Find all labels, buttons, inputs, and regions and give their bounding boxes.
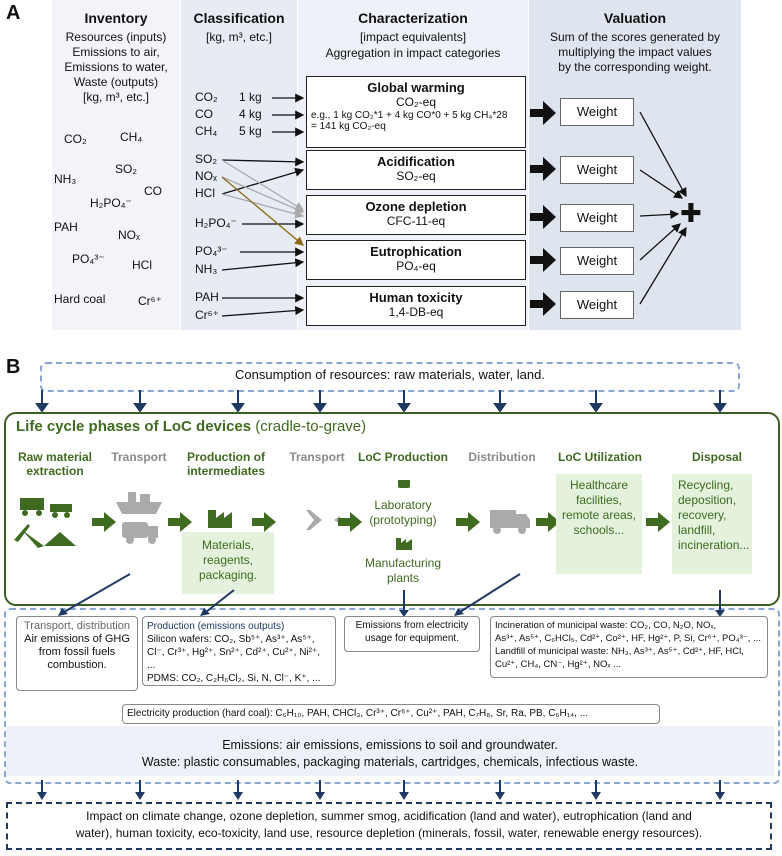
classification-unit: [kg, m³, etc.] bbox=[205, 30, 272, 44]
inv-chem: Cr⁶⁺ bbox=[138, 294, 162, 308]
cls-item: PO₄³⁻ bbox=[195, 244, 228, 258]
factory-icon bbox=[208, 510, 232, 528]
truck-icon bbox=[490, 510, 530, 534]
cls-mass: 5 kg bbox=[239, 124, 262, 138]
inv-chem: NOₓ bbox=[118, 228, 140, 242]
phase-loc-production: LoC Production bbox=[358, 450, 448, 464]
weight-box: Weight bbox=[560, 156, 634, 184]
lifecycle-icons bbox=[14, 480, 742, 550]
panel-b-letter: B bbox=[6, 356, 21, 378]
cls-item: NOₓ bbox=[195, 169, 217, 183]
loc-manufacturing-text: Manufacturing plants bbox=[364, 556, 442, 585]
loc-production-text: Laboratory (prototyping) bbox=[369, 498, 437, 527]
electricity-usage-emissions: Emissions from electricity usage for equ… bbox=[344, 616, 480, 652]
phase-distribution: Distribution bbox=[468, 450, 536, 464]
inventory-title: Inventory bbox=[84, 10, 148, 26]
phase-transport-2: Transport bbox=[289, 450, 345, 464]
classification-column: Classification [kg, m³, etc.] CO₂ CO CH₄… bbox=[181, 0, 297, 330]
classification-title: Classification bbox=[193, 10, 285, 26]
impact-arrows bbox=[37, 780, 725, 800]
inv-chem: NH₃ bbox=[54, 172, 77, 186]
cls-item: SO₂ bbox=[195, 152, 217, 166]
factory-small-icon bbox=[396, 538, 412, 550]
emissions-box bbox=[4, 608, 780, 784]
cls-item: CO₂ bbox=[195, 90, 218, 104]
inventory-desc: Resources (inputs) Emissions to air, Emi… bbox=[64, 30, 168, 104]
characterization-line2: Aggregation in impact categories bbox=[325, 46, 501, 60]
cls-item: H₂PO₄⁻ bbox=[195, 216, 237, 230]
inv-chem: CH₄ bbox=[120, 130, 143, 144]
inv-chem: CO bbox=[144, 184, 162, 198]
characterization-title: Characterization bbox=[358, 10, 468, 26]
impact-eutrophication: Eutrophication PO₄-eq bbox=[306, 240, 526, 280]
inventory-column: Inventory Resources (inputs) Emissions t… bbox=[52, 0, 180, 330]
mining-icon bbox=[14, 498, 76, 548]
electricity-production-emissions: Electricity production (hard coal): C₆H₁… bbox=[122, 704, 660, 724]
plus-icon: ✚ bbox=[680, 198, 702, 228]
phase-raw-material: Raw material extraction bbox=[17, 450, 93, 478]
inv-chem: SO₂ bbox=[115, 162, 137, 176]
weight-box: Weight bbox=[560, 291, 634, 319]
lifecycle-title: Life cycle phases of LoC devices (cradle… bbox=[16, 418, 367, 435]
cls-mass: 4 kg bbox=[239, 107, 262, 121]
emissions-summary-bg bbox=[6, 726, 774, 776]
valuation-desc: Sum of the scores generated by multiplyi… bbox=[549, 30, 721, 74]
weight-box: Weight bbox=[560, 204, 634, 232]
ship-truck-icon bbox=[116, 492, 162, 544]
impact-acidification: Acidification SO₂-eq bbox=[306, 150, 526, 190]
resource-arrows bbox=[35, 390, 727, 412]
phase-production-intermediates: Production of intermediates bbox=[186, 450, 266, 478]
cls-item: PAH bbox=[195, 290, 219, 304]
cls-item: CH₄ bbox=[195, 124, 218, 138]
impact-human-toxicity: Human toxicity 1,4-DB-eq bbox=[306, 286, 526, 326]
utilization-box: Healthcare facilities, remote areas, sch… bbox=[556, 474, 642, 574]
panel-a-letter: A bbox=[6, 2, 21, 24]
cls-item: NH₃ bbox=[195, 262, 218, 276]
emissions-summary-1: Emissions: air emissions, emissions to s… bbox=[222, 738, 558, 752]
inv-chem: PAH bbox=[54, 220, 78, 234]
impact-box bbox=[6, 802, 772, 850]
inv-chem: Hard coal bbox=[54, 292, 106, 306]
panel-a-arrows bbox=[221, 93, 687, 317]
weight-box: Weight bbox=[560, 247, 634, 275]
cls-mass: 1 kg bbox=[239, 90, 262, 104]
inv-chem: HCl bbox=[132, 258, 152, 272]
panel-a: Inventory Resources (inputs) Emissions t… bbox=[0, 0, 782, 330]
weight-box: Weight bbox=[560, 98, 634, 126]
cls-item: HCl bbox=[195, 186, 215, 200]
impact-ozone-depletion: Ozone depletion CFC-11-eq bbox=[306, 195, 526, 235]
waste-emissions: Incineration of municipal waste: CO₂, CO… bbox=[490, 616, 768, 678]
production-emissions: Production (emissions outputs) Silicon w… bbox=[142, 616, 336, 686]
valuation-title: Valuation bbox=[603, 10, 667, 26]
cls-item: CO bbox=[195, 107, 213, 121]
intermediates-box: Materials, reagents, packaging. bbox=[182, 532, 274, 594]
phase-loc-utilization: LoC Utilization bbox=[558, 450, 642, 464]
inv-chem: H₂PO₄⁻ bbox=[90, 196, 132, 210]
emissions-summary-2: Waste: plastic consumables, packaging ma… bbox=[141, 755, 639, 769]
impact-text: Impact on climate change, ozone depletio… bbox=[75, 809, 703, 840]
inv-chem: PO₄³⁻ bbox=[72, 252, 105, 266]
resources-box bbox=[40, 362, 740, 392]
lab-icon bbox=[398, 480, 410, 488]
phase-transport-1: Transport bbox=[111, 450, 167, 464]
cls-item: Cr⁶⁺ bbox=[195, 308, 219, 322]
disposal-box: Recycling, deposition, recovery, landfil… bbox=[672, 474, 752, 574]
inv-chem: CO₂ bbox=[64, 132, 87, 146]
phase-disposal: Disposal bbox=[691, 450, 742, 464]
characterization-line1: [impact equivalents] bbox=[359, 30, 467, 44]
emission-arrows bbox=[58, 573, 725, 617]
impact-global-warming: Global warming CO₂-eq e.g., 1 kg CO₂*1 +… bbox=[306, 76, 526, 148]
transport-emissions: Transport, distribution Air emissions of… bbox=[16, 616, 138, 691]
resources-text: Consumption of resources: raw materials,… bbox=[235, 367, 545, 382]
airplane-icon bbox=[298, 510, 340, 530]
